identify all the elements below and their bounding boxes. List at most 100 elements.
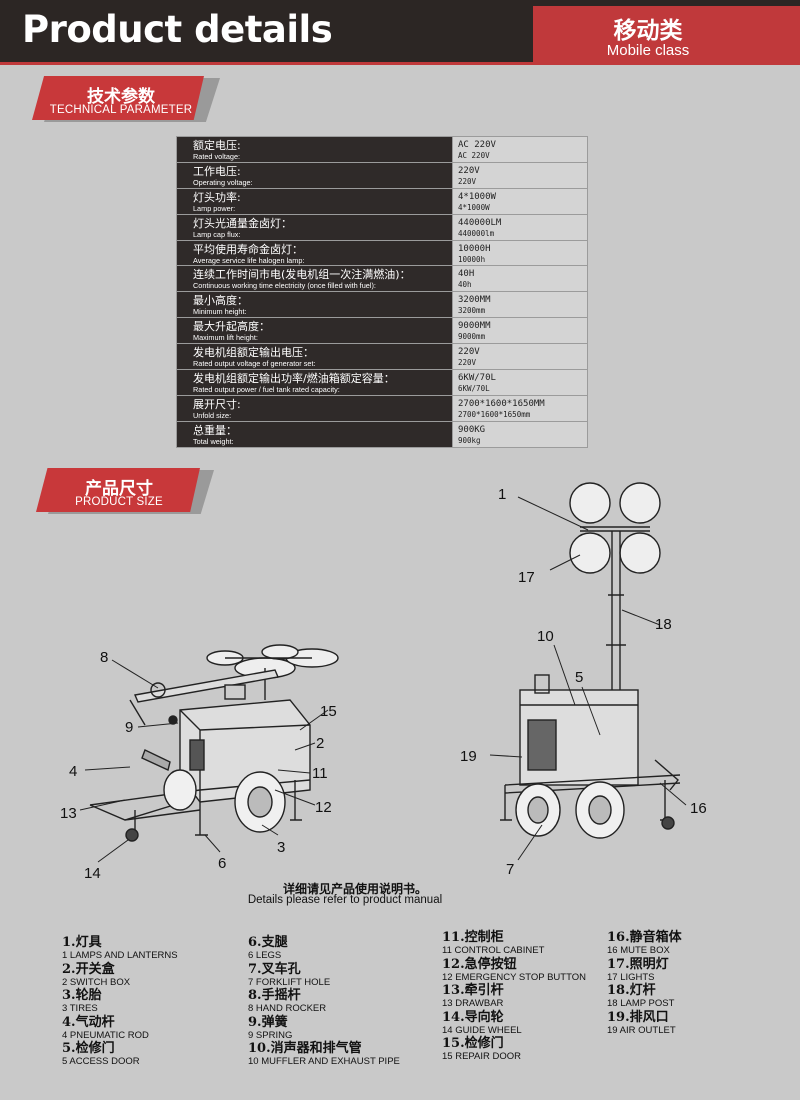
tower-leaders	[489, 496, 687, 861]
callout-19: 19	[460, 748, 477, 765]
parameter-label: 灯头功率:Lamp power:	[176, 187, 453, 215]
parameter-row: 连续工作时间市电(发电机组一次注满燃油)：Continuous working …	[176, 265, 588, 293]
callout-3: 3	[277, 839, 285, 856]
manual-notice-cn: 详细请见产品使用说明书。	[282, 882, 427, 896]
tower-lines	[500, 482, 681, 839]
tower-upright-drawing: 1 17 18 10 5 19 16 7	[460, 482, 707, 875]
parameter-row: 发电机组额定输出电压：Rated output voltage of gener…	[176, 343, 588, 371]
category-badge: 移动类 Mobile class	[533, 6, 800, 62]
trailer-isometric-drawing: 8 9 15 2 4 11 13 12 3 6 14	[60, 644, 339, 882]
callout-15: 15	[320, 703, 337, 720]
tech-section-title-cn: 技术参数	[87, 87, 155, 107]
parameter-label: 连续工作时间市电(发电机组一次注满燃油)：Continuous working …	[176, 265, 453, 293]
size-section-title-en: PRODUCT SIZE	[75, 496, 163, 508]
tech-section-ribbon: 技术参数 TECHNICAL PARAMETER	[30, 74, 220, 124]
parameter-label: 总重量：Total weight:	[176, 420, 453, 448]
parameter-label: 最大升起高度：Maximum lift height:	[176, 317, 453, 345]
trailer-iso-lines	[89, 644, 339, 842]
parameter-row: 平均使用寿命金卤灯：Average service life halogen l…	[176, 239, 588, 267]
parameter-label: 额定电压:Rated voltage:	[176, 136, 453, 163]
parameter-label: 展开尺寸:Unfold size:	[176, 394, 453, 422]
callout-9: 9	[125, 719, 133, 736]
callout-13: 13	[60, 805, 77, 822]
trailer-iso-leaders	[79, 659, 329, 863]
trailer-iso-callouts: 8 9 15 2 4 11 13 12 3 6 14	[60, 649, 337, 882]
manual-notice-en: Details please refer to product manual	[247, 894, 443, 906]
parameter-label: 工作电压:Operating voltage:	[176, 161, 453, 189]
callout-1: 1	[498, 486, 506, 503]
tech-section-title-en: TECHNICAL PARAMETER	[49, 104, 193, 116]
callout-2: 2	[316, 735, 324, 752]
callout-5: 5	[575, 669, 583, 686]
category-badge-cn: 移动类	[613, 18, 683, 44]
parameter-row: 发电机组额定输出功率/燃油箱额定容量：Rated output power / …	[176, 369, 588, 396]
callout-7: 7	[506, 861, 514, 875]
callout-4: 4	[69, 763, 77, 780]
callout-18: 18	[655, 616, 672, 633]
callout-11: 11	[312, 765, 328, 782]
callout-14: 14	[84, 865, 101, 882]
parameter-label: 发电机组额定输出功率/燃油箱额定容量：Rated output power / …	[176, 369, 453, 396]
category-badge-en: Mobile class	[606, 42, 690, 59]
parameter-label: 灯头光通量金卤灯：Lamp cap flux:	[176, 213, 453, 241]
parameter-label: 发电机组额定输出电压：Rated output voltage of gener…	[176, 343, 453, 371]
header-stripe	[0, 62, 800, 65]
callout-8: 8	[100, 649, 108, 666]
parameter-label: 平均使用寿命金卤灯：Average service life halogen l…	[176, 239, 453, 267]
size-section-ribbon: 产品尺寸 PRODUCT SIZE	[34, 466, 216, 516]
tower-callouts: 1 17 18 10 5 19 16 7	[460, 486, 707, 875]
callout-12: 12	[315, 799, 332, 816]
callout-17: 17	[518, 569, 535, 586]
parameter-label: 最小高度：Minimum height:	[176, 291, 453, 319]
callout-6: 6	[218, 855, 226, 872]
size-section-title-cn: 产品尺寸	[85, 479, 153, 499]
callout-16: 16	[690, 800, 707, 817]
page-title: Product details	[22, 8, 333, 51]
callout-10: 10	[537, 628, 554, 645]
